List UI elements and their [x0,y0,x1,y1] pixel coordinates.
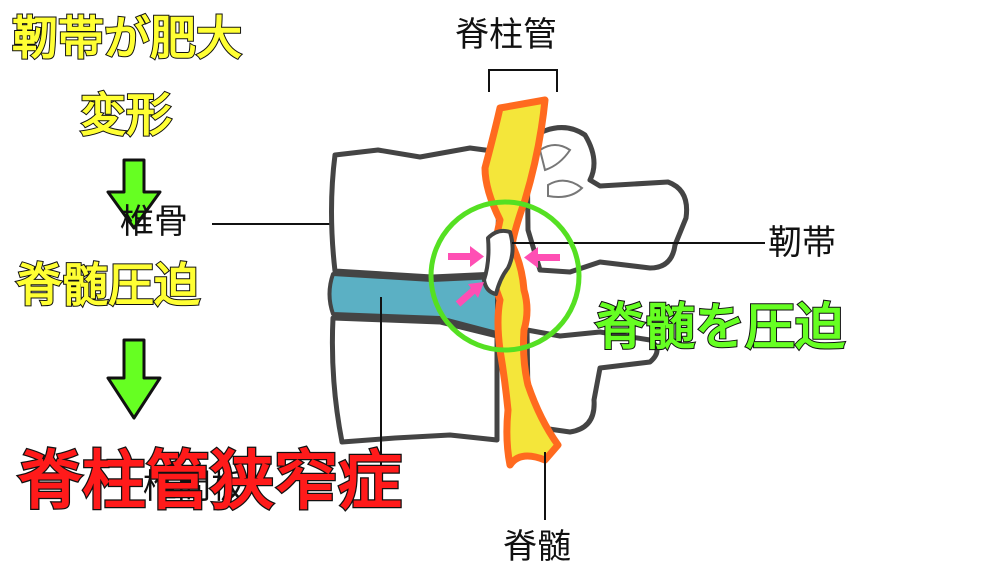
result-diagnosis: 脊柱管狭窄症 [17,445,404,519]
ligament-label: 靭帯 [768,223,836,263]
compression-arrow-left-top [448,246,484,267]
compression-arrows [448,246,560,307]
lower-vertebral-body [329,315,500,445]
spinal-canal-label: 脊柱管 [455,15,557,55]
upper-posterior-element [524,125,690,275]
facet-joint-detail-2 [547,179,584,198]
upper-vertebral-body [329,145,503,280]
flow-step2: 脊髄圧迫 [15,258,201,312]
vertebra-label: 椎骨 [120,202,188,242]
flow-step1-line2: 変形 [79,88,173,142]
flow-step1-line1: 靭帯が肥大 [11,11,243,65]
down-arrow-2 [106,338,162,420]
compression-arrow-left-bottom [455,282,484,307]
lower-posterior-element [524,327,660,435]
compression-highlight-circle [428,199,582,353]
compression-callout: 脊髄を圧迫 [594,298,846,356]
down-arrow-1 [106,158,162,230]
spinal-canal-bracket [488,69,558,92]
spinal-cord-label: 脊髄 [503,527,571,567]
compression-arrow-right [524,247,560,268]
hypertrophied-ligament [482,228,515,296]
facet-joint-detail [538,144,572,172]
disc-label: 椎間板 [143,467,245,507]
